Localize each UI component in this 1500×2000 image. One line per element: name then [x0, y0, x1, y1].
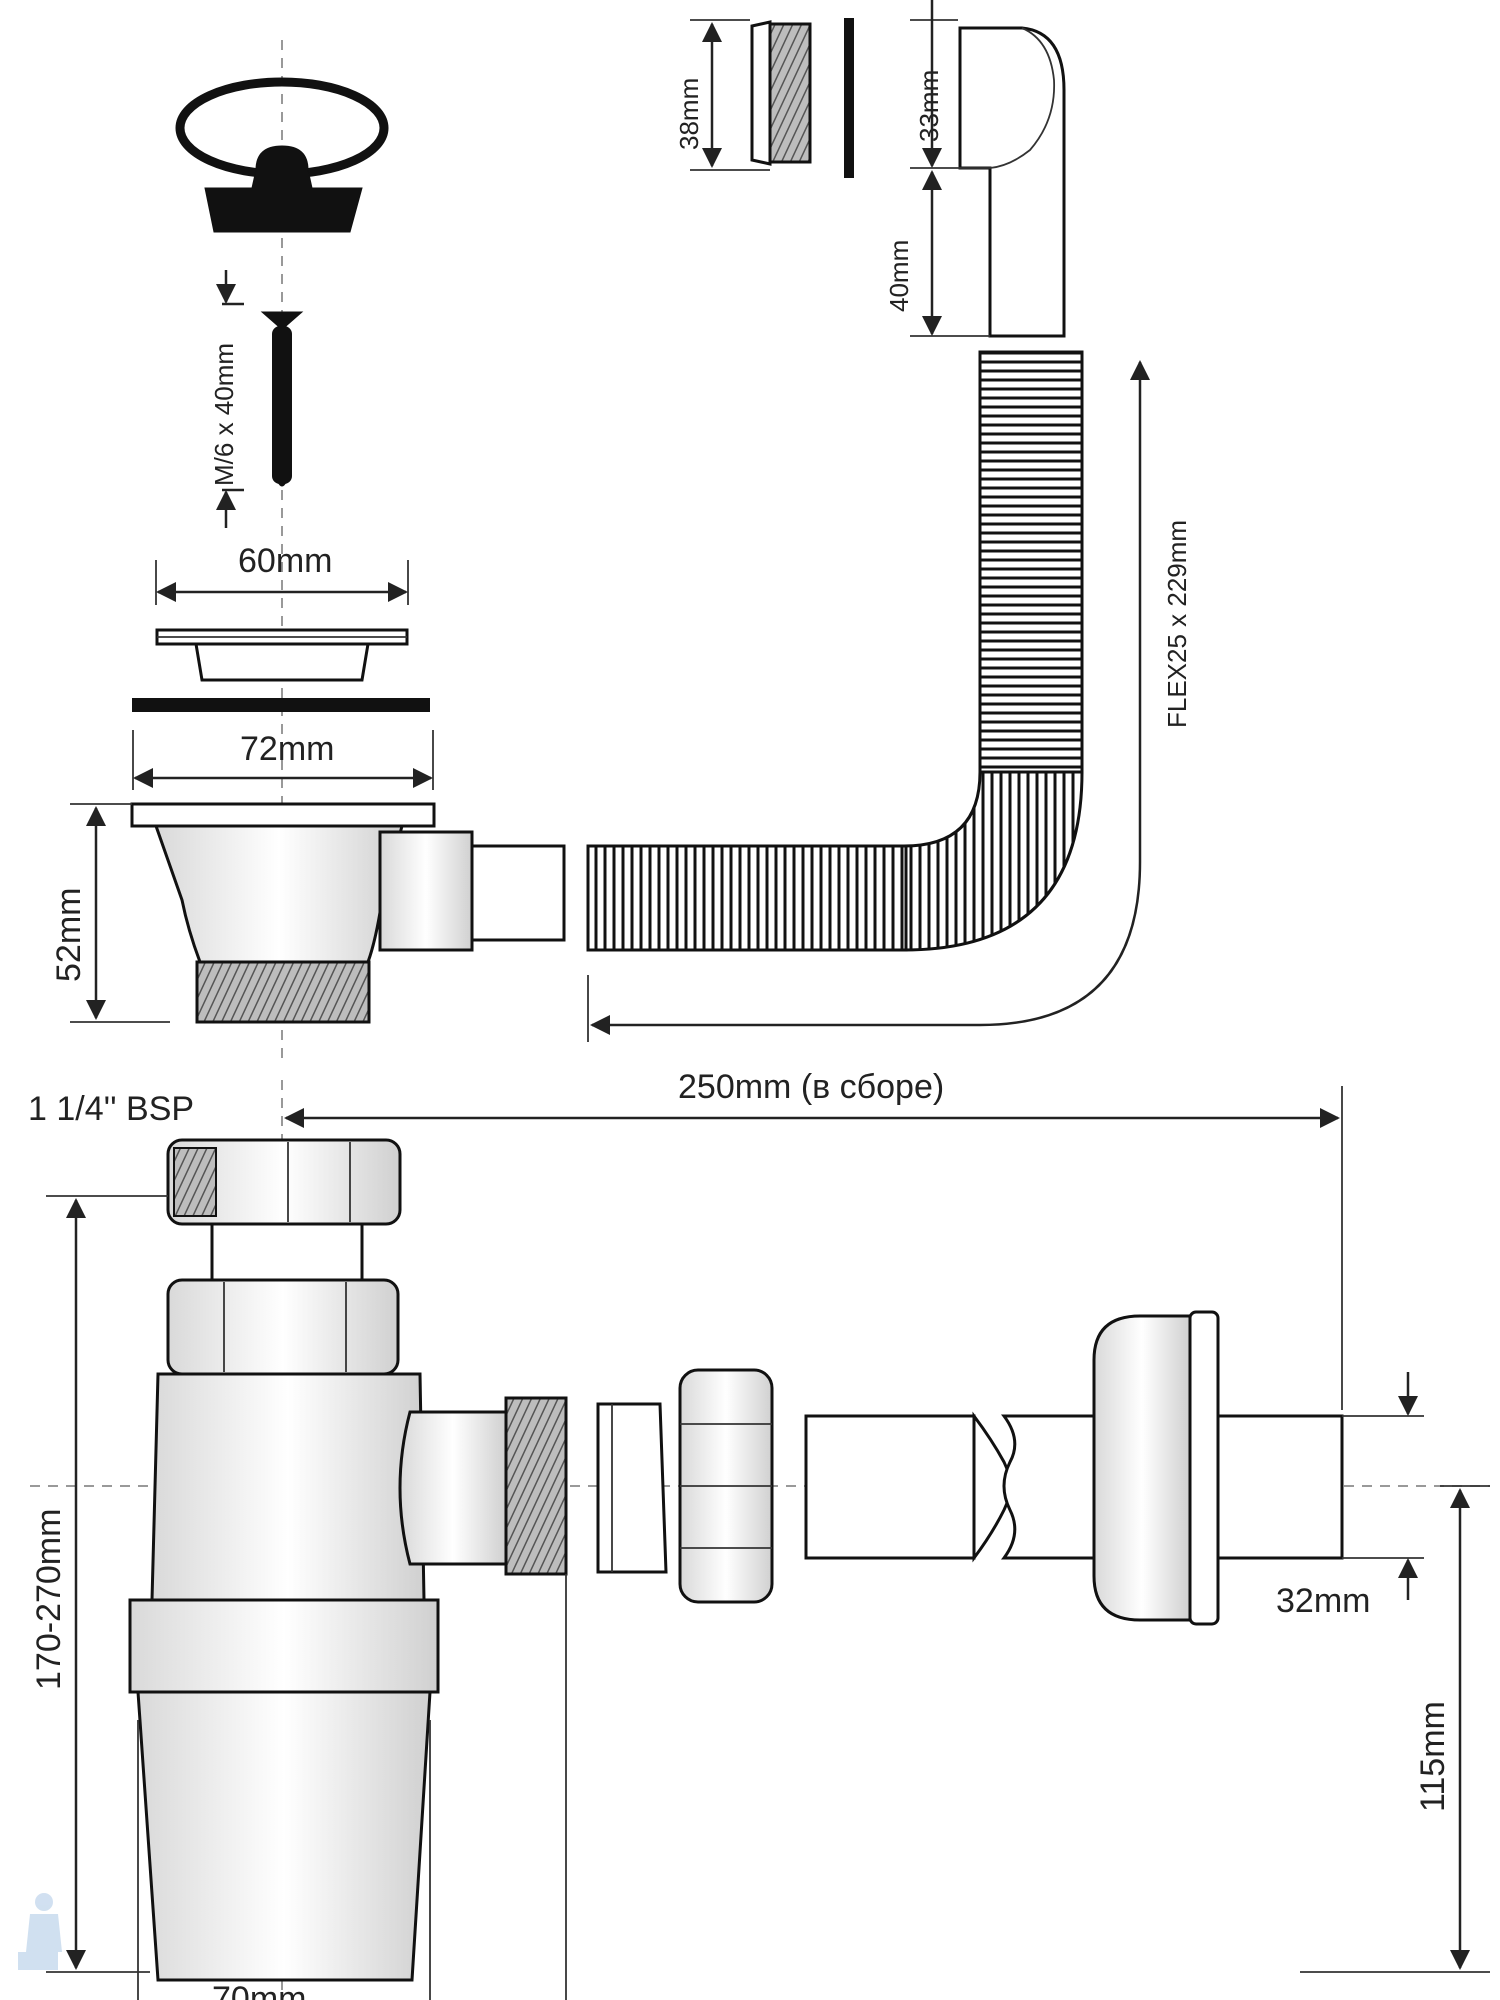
screw-dimension: M/6 x 40mm [209, 270, 244, 528]
strainer-height-dimension: 52mm [50, 803, 170, 1023]
pipe-diameter-label: 32mm [1276, 1582, 1370, 1620]
outlet-pipe [804, 1411, 1096, 1563]
strainer-body [130, 802, 566, 1024]
trap-inlet-nut [166, 1138, 402, 1282]
bottle-diameter-label: 70mm [212, 1980, 306, 2000]
flange-width-label: 72mm [240, 730, 334, 768]
grate-width-label: 60mm [238, 542, 332, 580]
trap-outlet-spigot [398, 1396, 568, 1576]
screw [260, 311, 304, 487]
pipe-diameter-dimension: 32mm [1276, 1372, 1424, 1620]
compression-washer [596, 1402, 668, 1574]
overflow-gasket [844, 18, 854, 178]
thread-size-label: 1 1/4'' BSP [28, 1090, 194, 1128]
strainer-thread [195, 960, 371, 1024]
compression-nut [678, 1368, 774, 1604]
plug-rubber [204, 187, 363, 233]
strainer-grate [155, 628, 409, 682]
trap-body [128, 1278, 440, 1982]
overflow-elbow [958, 26, 1066, 338]
trap-height-dimension: 170-270mm [30, 1195, 168, 1973]
flex-hose-dimension: FLEX25 x 229mm [587, 360, 1192, 1042]
trap-height-label: 170-270mm [30, 1509, 68, 1690]
strainer-height-label: 52mm [50, 888, 88, 982]
overflow-outlet [470, 844, 566, 942]
outlet-height-dimension: 115mm [1300, 1485, 1490, 1973]
plug-knob [251, 145, 313, 189]
overflow-tail-dimension: 38mm [674, 19, 770, 171]
plug-stopper [175, 77, 389, 233]
flex-hose-label: FLEX25 x 229mm [1162, 520, 1192, 728]
outlet-height-label: 115mm [1414, 1701, 1452, 1812]
overflow-tail [750, 20, 812, 166]
plumber-watermark-logo [18, 1893, 62, 1970]
assembled-length-label: 250mm (в сборе) [678, 1068, 944, 1106]
flange-gasket [132, 698, 430, 712]
wall-rosette [1092, 1310, 1344, 1626]
overflow-elbow-dimension: 33mm 40mm [884, 0, 990, 337]
overflow-elbow-upper-label: 33mm [914, 70, 944, 142]
flange-width-dimension: 72mm [132, 730, 434, 790]
overflow-elbow-lower-label: 40mm [884, 240, 914, 312]
grate-width-dimension: 60mm [155, 542, 409, 605]
flex-hose [586, 350, 1084, 952]
assembled-length-dimension: 250mm (в сборе) [284, 1068, 1343, 1410]
overflow-tail-label: 38mm [674, 78, 704, 150]
bottle-diameter-dimension: 70mm [137, 1720, 431, 2000]
screw-size-label: M/6 x 40mm [209, 343, 239, 486]
